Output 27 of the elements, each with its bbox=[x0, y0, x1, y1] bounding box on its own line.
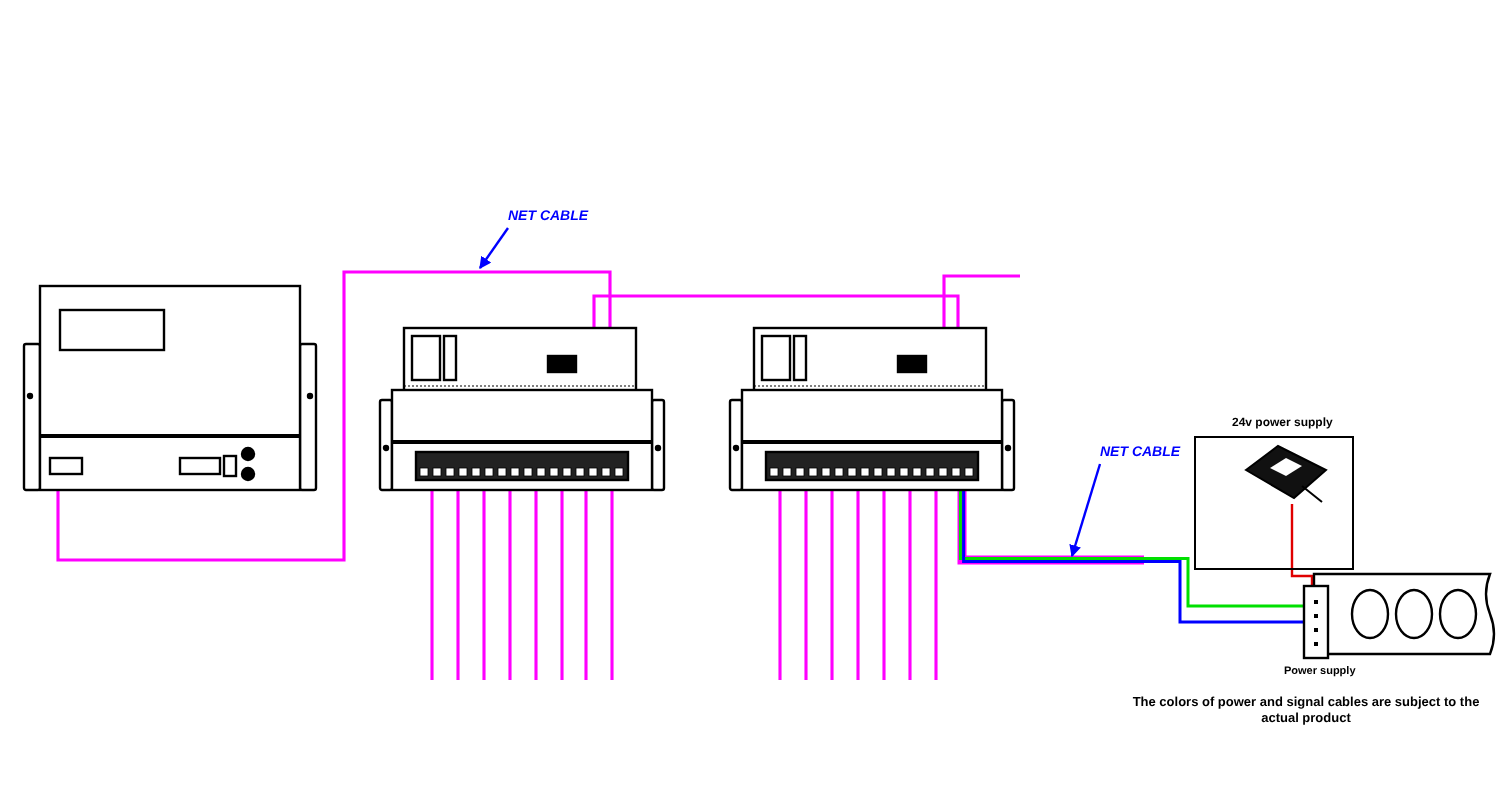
terminal-block bbox=[1304, 586, 1328, 658]
decoder-drawing bbox=[380, 328, 664, 490]
output-wire bbox=[804, 490, 808, 680]
output-wire bbox=[430, 490, 434, 680]
power-supply-drawing bbox=[1242, 446, 1330, 506]
output-wire bbox=[856, 490, 860, 680]
output-wire bbox=[508, 490, 512, 680]
led-fixture-drawing bbox=[1314, 574, 1496, 654]
controller-drawing bbox=[24, 286, 316, 490]
cable bbox=[1290, 504, 1314, 586]
output-wire bbox=[456, 490, 460, 680]
output-wire bbox=[482, 490, 486, 680]
output-wire bbox=[934, 490, 938, 680]
output-wire bbox=[584, 490, 588, 680]
output-wire bbox=[942, 274, 1020, 328]
decoder-drawing bbox=[730, 328, 1014, 490]
output-wire bbox=[560, 490, 564, 680]
leader-arrow bbox=[479, 227, 509, 269]
output-wire bbox=[882, 490, 886, 680]
output-wire bbox=[534, 490, 538, 680]
output-wire bbox=[908, 490, 912, 680]
output-wire bbox=[610, 490, 614, 680]
output-wire bbox=[830, 490, 834, 680]
cable bbox=[56, 270, 612, 562]
output-wire bbox=[778, 490, 782, 680]
cable bbox=[592, 294, 960, 328]
leader-arrow bbox=[1069, 463, 1102, 558]
